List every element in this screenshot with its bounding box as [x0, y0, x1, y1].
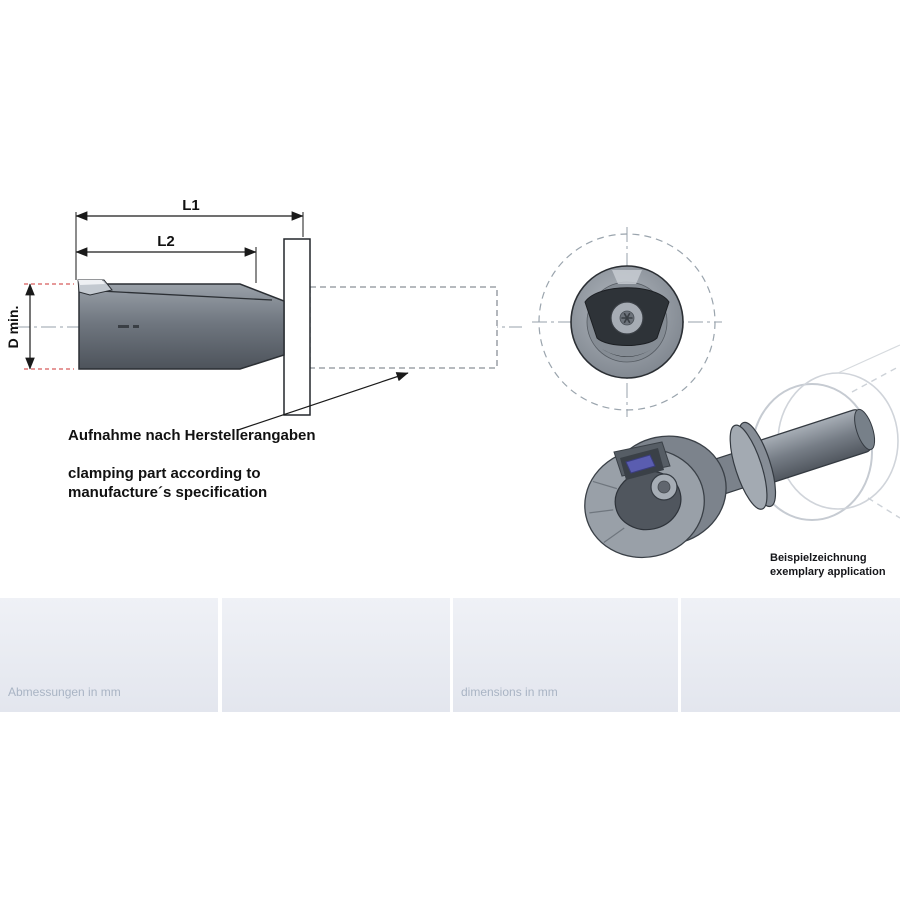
- spec-table-cell-2: [222, 598, 450, 712]
- front-view-drawing: [532, 227, 722, 417]
- side-view-drawing: L1 L2 D min.: [5, 197, 522, 431]
- leader-arrow: [237, 372, 409, 431]
- front-insert-tip: [612, 270, 642, 284]
- spec-table-cell-4: [681, 598, 900, 712]
- note-english-line2: manufacture´s specification: [68, 484, 268, 501]
- example-caption-en: exemplary application: [770, 566, 886, 578]
- dim-label-d-min: D min.: [5, 306, 21, 349]
- spec-table-cell-1: Abmessungen in mm: [0, 598, 218, 712]
- iso-view: [584, 344, 900, 559]
- insert-3d-accent: [625, 454, 656, 474]
- footer-label-english: dimensions in mm: [461, 685, 558, 699]
- dim-label-l1: L1: [182, 197, 200, 214]
- note-english-line1: clamping part according to: [68, 465, 261, 482]
- body-marking: [133, 325, 139, 328]
- front-screw-torx: [621, 312, 633, 324]
- dim-label-l2: L2: [157, 233, 175, 250]
- body-marking: [118, 325, 129, 328]
- tool-3d-flange-front: [729, 424, 768, 510]
- clamping-shaft-dashed: [309, 286, 498, 369]
- tool-3d-shaft-end: [854, 408, 876, 451]
- spec-table-cell-3: dimensions in mm: [453, 598, 678, 712]
- dimension-l2: L2: [75, 233, 257, 283]
- flange: [283, 238, 311, 416]
- tool-slot-line: [99, 290, 273, 301]
- dimension-d-min: D min.: [5, 283, 74, 370]
- dimension-l1: L1: [75, 197, 304, 280]
- note-german: Aufnahme nach Herstellerangaben: [68, 427, 316, 444]
- example-caption-de: Beispielzeichnung: [770, 552, 867, 564]
- footer-label-german: Abmessungen in mm: [8, 685, 121, 699]
- ring-hatching: [589, 480, 625, 544]
- example-caption: Beispielzeichnung exemplary application: [770, 551, 886, 579]
- note-english: clamping part according to manufacture´s…: [68, 464, 267, 502]
- head-screw-socket-3d: [657, 480, 671, 494]
- cutting-insert-highlight: [78, 280, 105, 285]
- tool-body: [78, 283, 285, 370]
